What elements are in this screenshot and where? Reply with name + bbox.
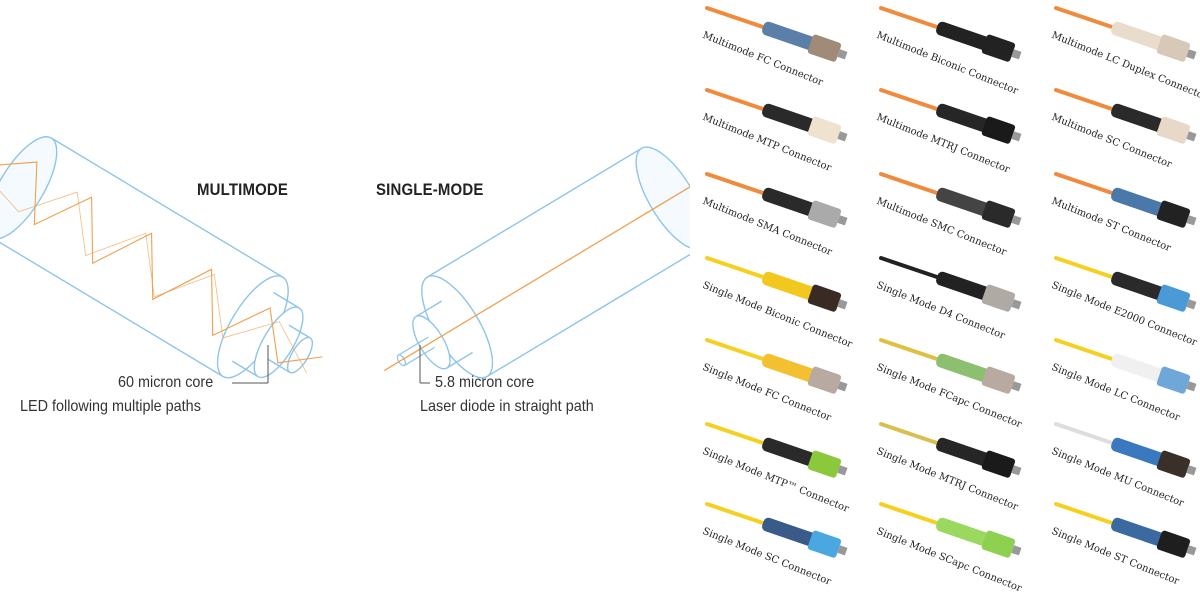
- connector-image: [1054, 338, 1197, 394]
- connector-item: Multimode Biconic Connector: [875, 2, 1052, 97]
- singlemode-core-label: 5.8 micron core: [435, 374, 535, 391]
- connector-image: [1054, 88, 1197, 144]
- multimode-path-label: LED following multiple paths: [20, 398, 201, 415]
- connector-item: Multimode SMA Connector: [701, 168, 878, 258]
- multimode-title: MULTIMODE: [197, 180, 289, 199]
- connector-image: [879, 172, 1022, 228]
- connector-image: [705, 422, 848, 478]
- connector-item: Single Mode FC Connector: [701, 334, 878, 424]
- connector-item: Multimode MTRJ Connector: [875, 84, 1052, 176]
- connector-image: [879, 256, 1022, 312]
- connector-item: Single Mode LC Connector: [1050, 334, 1200, 424]
- connector-item: Multimode LC Duplex Connector: [1050, 2, 1200, 103]
- connector-item: Single Mode E2000 Connector: [1050, 252, 1200, 349]
- connector-image: [879, 6, 1022, 62]
- connector-item: Single Mode FCapc Connector: [875, 334, 1052, 430]
- connector-item: Multimode MTP Connector: [701, 84, 878, 174]
- connector-item: Single Mode D4 Connector: [875, 252, 1052, 342]
- connector-image: [1054, 422, 1197, 478]
- multimode-core-label: 60 micron core: [118, 374, 214, 391]
- connector-image: [705, 6, 848, 62]
- singlemode-path-label: Laser diode in straight path: [420, 398, 594, 415]
- connector-image: [879, 338, 1022, 394]
- connector-item: Single Mode SC Connector: [701, 498, 878, 588]
- connector-item: Multimode FC Connector: [701, 2, 878, 88]
- connector-item: Single Mode MTRJ Connector: [875, 418, 1052, 513]
- singlemode-fiber-illustration: [383, 146, 690, 379]
- connector-image: [879, 88, 1022, 144]
- connector-item: Single Mode MTP™ Connector: [701, 418, 878, 515]
- connector-image: [879, 502, 1022, 558]
- connector-image: [705, 338, 848, 394]
- connector-image: [1054, 172, 1197, 228]
- connector-item: Single Mode ST Connector: [1050, 498, 1200, 587]
- multimode-fiber-illustration: [0, 136, 323, 379]
- connector-image: [705, 502, 848, 558]
- connector-image: [1054, 502, 1197, 558]
- connector-item: Single Mode SCapc Connector: [875, 498, 1052, 594]
- connector-image: [705, 256, 848, 312]
- connector-item: Multimode ST Connector: [1050, 168, 1200, 254]
- singlemode-title: SINGLE-MODE: [376, 180, 484, 199]
- connector-image: [705, 88, 848, 144]
- fiber-mode-diagram: [0, 136, 690, 384]
- connector-image: [1054, 256, 1197, 312]
- connector-image: [705, 172, 848, 228]
- connector-item: Multimode SMC Connector: [875, 168, 1052, 258]
- connector-item: Multimode SC Connector: [1050, 84, 1200, 170]
- connector-item: Single Mode MU Connector: [1050, 418, 1200, 509]
- connector-item: Single Mode Biconic Connector: [701, 252, 878, 350]
- connector-image: [1054, 6, 1197, 62]
- connector-image: [879, 422, 1022, 478]
